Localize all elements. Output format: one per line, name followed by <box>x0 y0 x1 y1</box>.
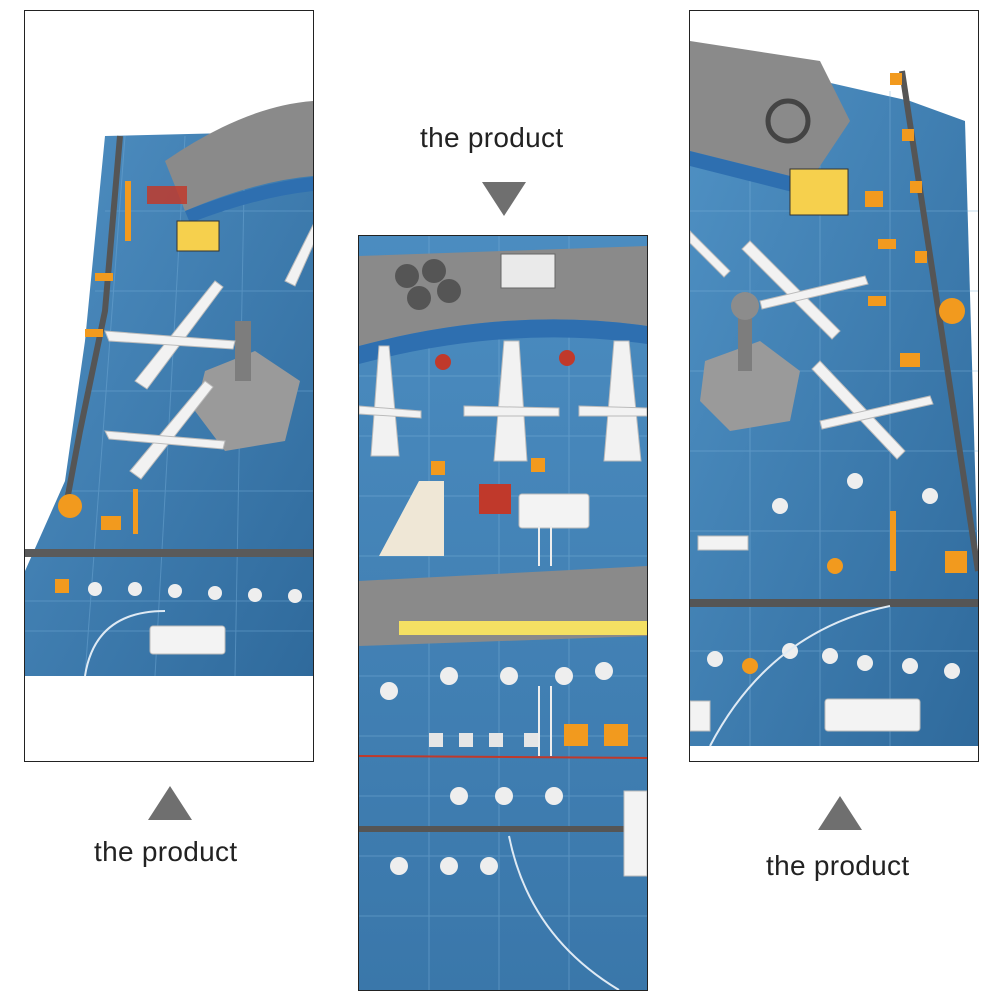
caption-bottom-left: the product <box>94 836 238 867</box>
airport-playset-photo-center <box>359 236 647 990</box>
airport-playset-photo-right <box>690 11 978 761</box>
caption-top: the product <box>420 122 564 153</box>
arrow-up-icon <box>818 796 862 830</box>
product-photo-center <box>358 235 648 991</box>
arrow-down-icon <box>482 182 526 216</box>
arrow-up-icon <box>148 786 192 820</box>
caption-bottom-right: the product <box>766 850 910 881</box>
airport-playset-photo-left <box>25 11 313 761</box>
product-photo-left <box>24 10 314 762</box>
product-photo-right <box>689 10 979 762</box>
